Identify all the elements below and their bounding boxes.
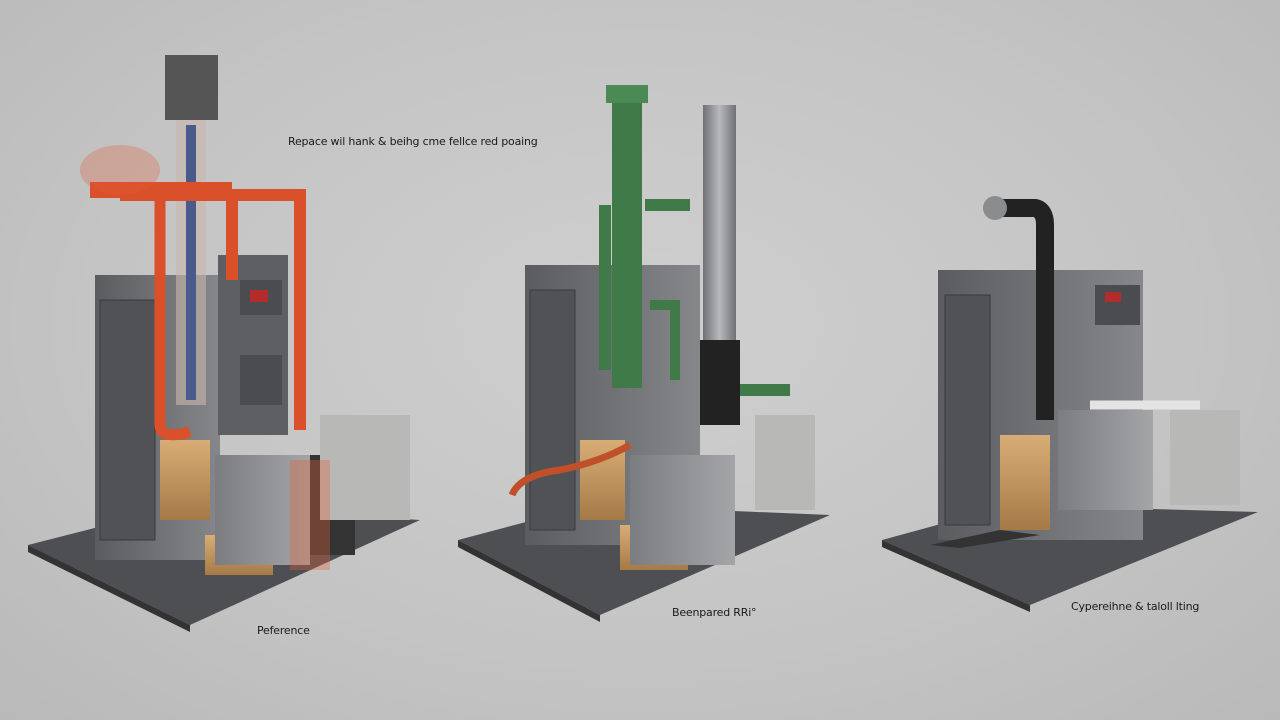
cypereihne-caption: Cypereihne & taloll lting [1071,600,1200,613]
compared-caption: Beenpared RRi° [672,606,757,619]
reference-machine [28,55,420,632]
cypereihne-machine [882,196,1258,612]
compared-machine [458,85,830,622]
top-caption: Repace wil hank & beihg cme fellce red p… [288,135,538,148]
reference-caption: Peference [257,624,310,637]
